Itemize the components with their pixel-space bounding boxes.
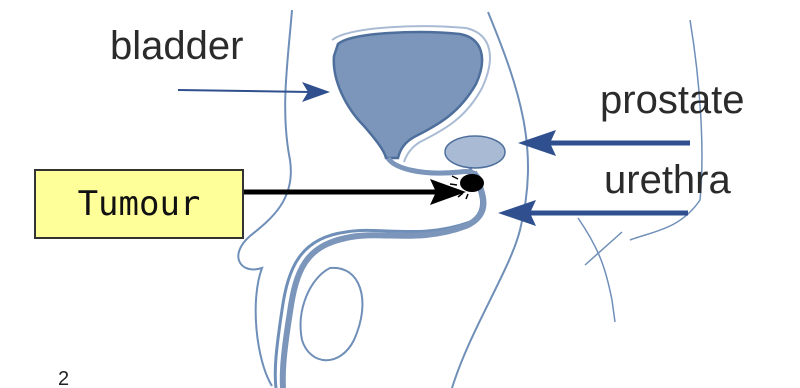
tumour-arrow [244, 179, 466, 205]
buttock-outline [630, 20, 702, 240]
penis-outline [275, 168, 481, 388]
bladder-arrow [178, 82, 330, 102]
prostate-label: prostate [600, 80, 745, 120]
tumour-label-box: Tumour [34, 169, 244, 239]
prostate-shape [445, 136, 505, 168]
prostate-arrow [518, 130, 690, 156]
bladder-label: bladder [110, 26, 243, 66]
slide-number: 2 [58, 368, 69, 388]
body-outline-front [238, 10, 292, 386]
urethra-label: urethra [604, 160, 731, 200]
urethra-arrow [498, 200, 688, 226]
scrotum-outline [301, 268, 363, 360]
body-outline-right [578, 218, 622, 322]
